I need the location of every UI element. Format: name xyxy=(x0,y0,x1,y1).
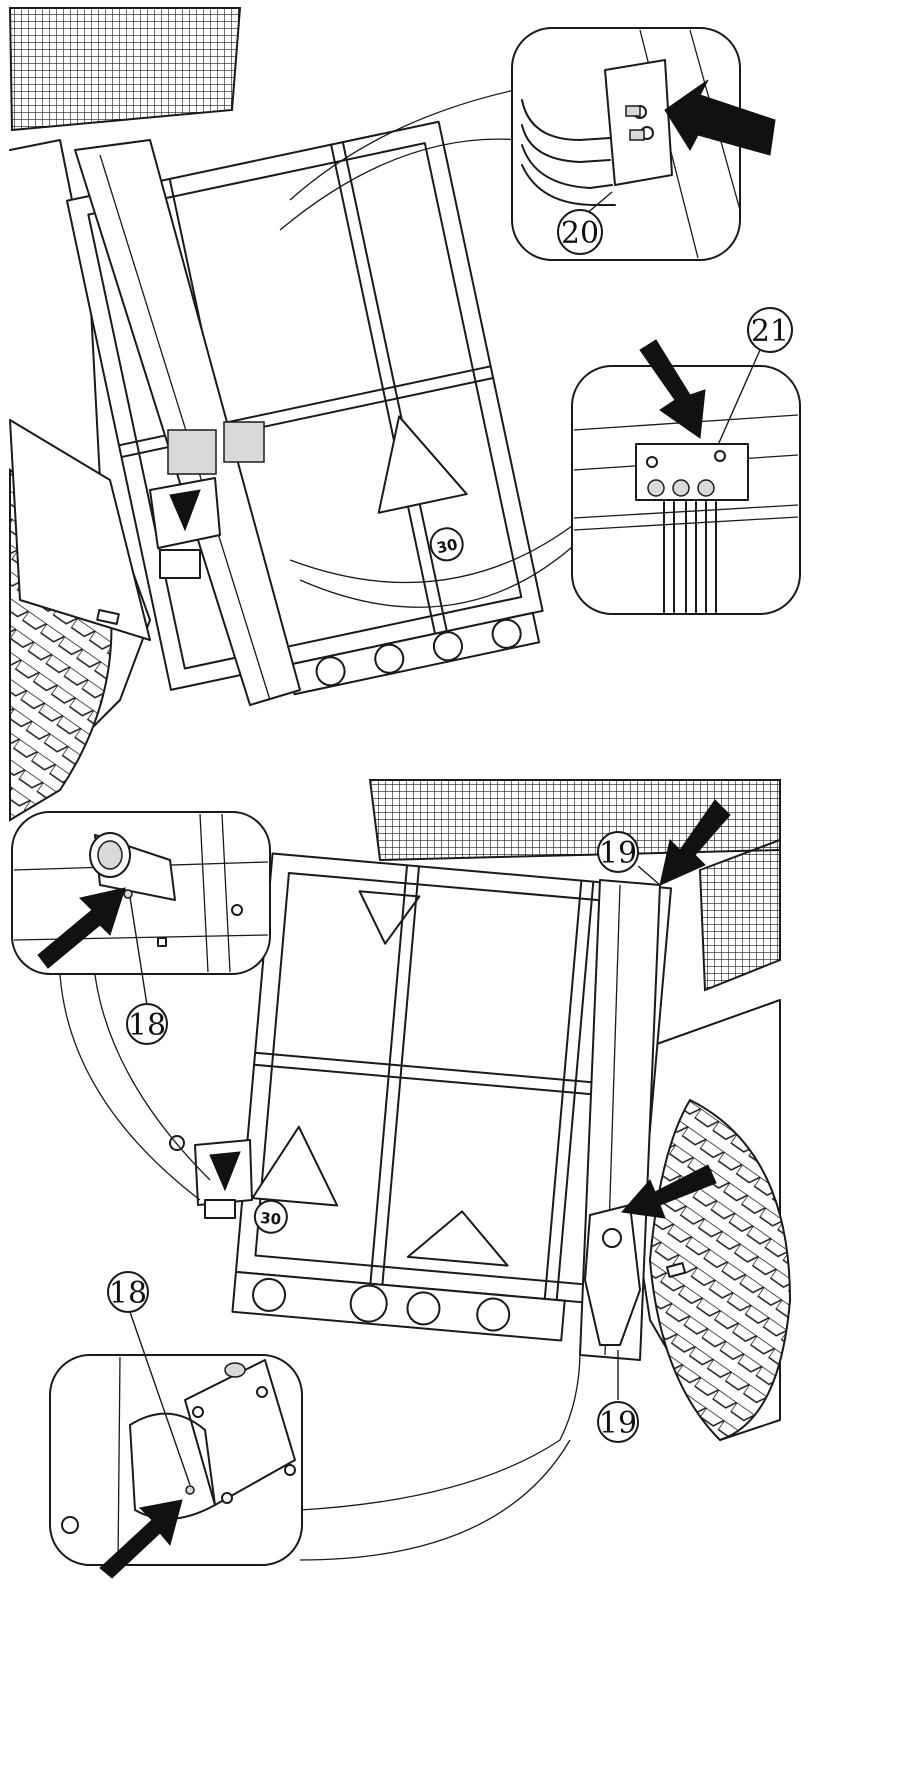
zoom-detail-18-bottom: 18 xyxy=(49,1271,303,1579)
top-fender xyxy=(9,419,151,641)
bottom-hopper: 30 xyxy=(231,852,673,1342)
top-warning-label-right xyxy=(223,421,265,463)
bottom-machine-view: 30 19 19 xyxy=(59,779,792,1561)
top-plate-holder xyxy=(159,549,201,579)
zoom-detail-21: 21 xyxy=(571,307,801,615)
callout-19-bottom-label: 19 xyxy=(599,1406,637,1441)
callout-20 xyxy=(557,209,603,255)
top-leader-cable-20 xyxy=(289,89,516,201)
callout-19-top-label: 19 xyxy=(599,836,637,871)
callout-18-top-label: 18 xyxy=(128,1008,166,1043)
zoom-18-top-pointer-arrow xyxy=(37,887,126,969)
top-warning-triangle xyxy=(377,415,468,514)
top-speed-badge xyxy=(429,527,464,562)
pointer-arrow-19-top xyxy=(659,799,731,886)
callout-20-label: 20 xyxy=(561,216,599,251)
zoom-20-valve-block xyxy=(604,59,673,186)
callout-21-label: 21 xyxy=(751,314,789,349)
callout-18-top xyxy=(126,1003,168,1045)
bottom-speed-badge-text: 30 xyxy=(260,1209,282,1229)
zoom-20-pointer-arrow xyxy=(664,79,776,156)
bottom-warning-triangle xyxy=(251,1125,339,1207)
top-machine-view: 30 xyxy=(8,7,581,822)
zoom-21-pointer-arrow xyxy=(639,339,706,439)
callout-19-bottom xyxy=(597,1401,639,1443)
top-warning-label-left xyxy=(167,429,217,475)
top-speed-badge-text: 30 xyxy=(435,535,459,557)
callout-18-bottom-label: 18 xyxy=(109,1276,147,1311)
callout-21 xyxy=(747,307,793,353)
bottom-side-mesh xyxy=(698,838,781,992)
pointer-arrow-gearbox xyxy=(621,1164,717,1219)
callout-18-bottom xyxy=(107,1271,149,1313)
callout-19-top xyxy=(597,831,639,873)
zoom-detail-20: 20 xyxy=(511,27,776,261)
bottom-speed-badge xyxy=(253,1199,288,1234)
top-mesh-guard xyxy=(8,7,242,132)
zoom-detail-18-top: 18 xyxy=(11,811,271,1045)
top-fender-slot xyxy=(96,609,120,625)
zoom-18-bottom-pointer-arrow xyxy=(99,1499,183,1579)
